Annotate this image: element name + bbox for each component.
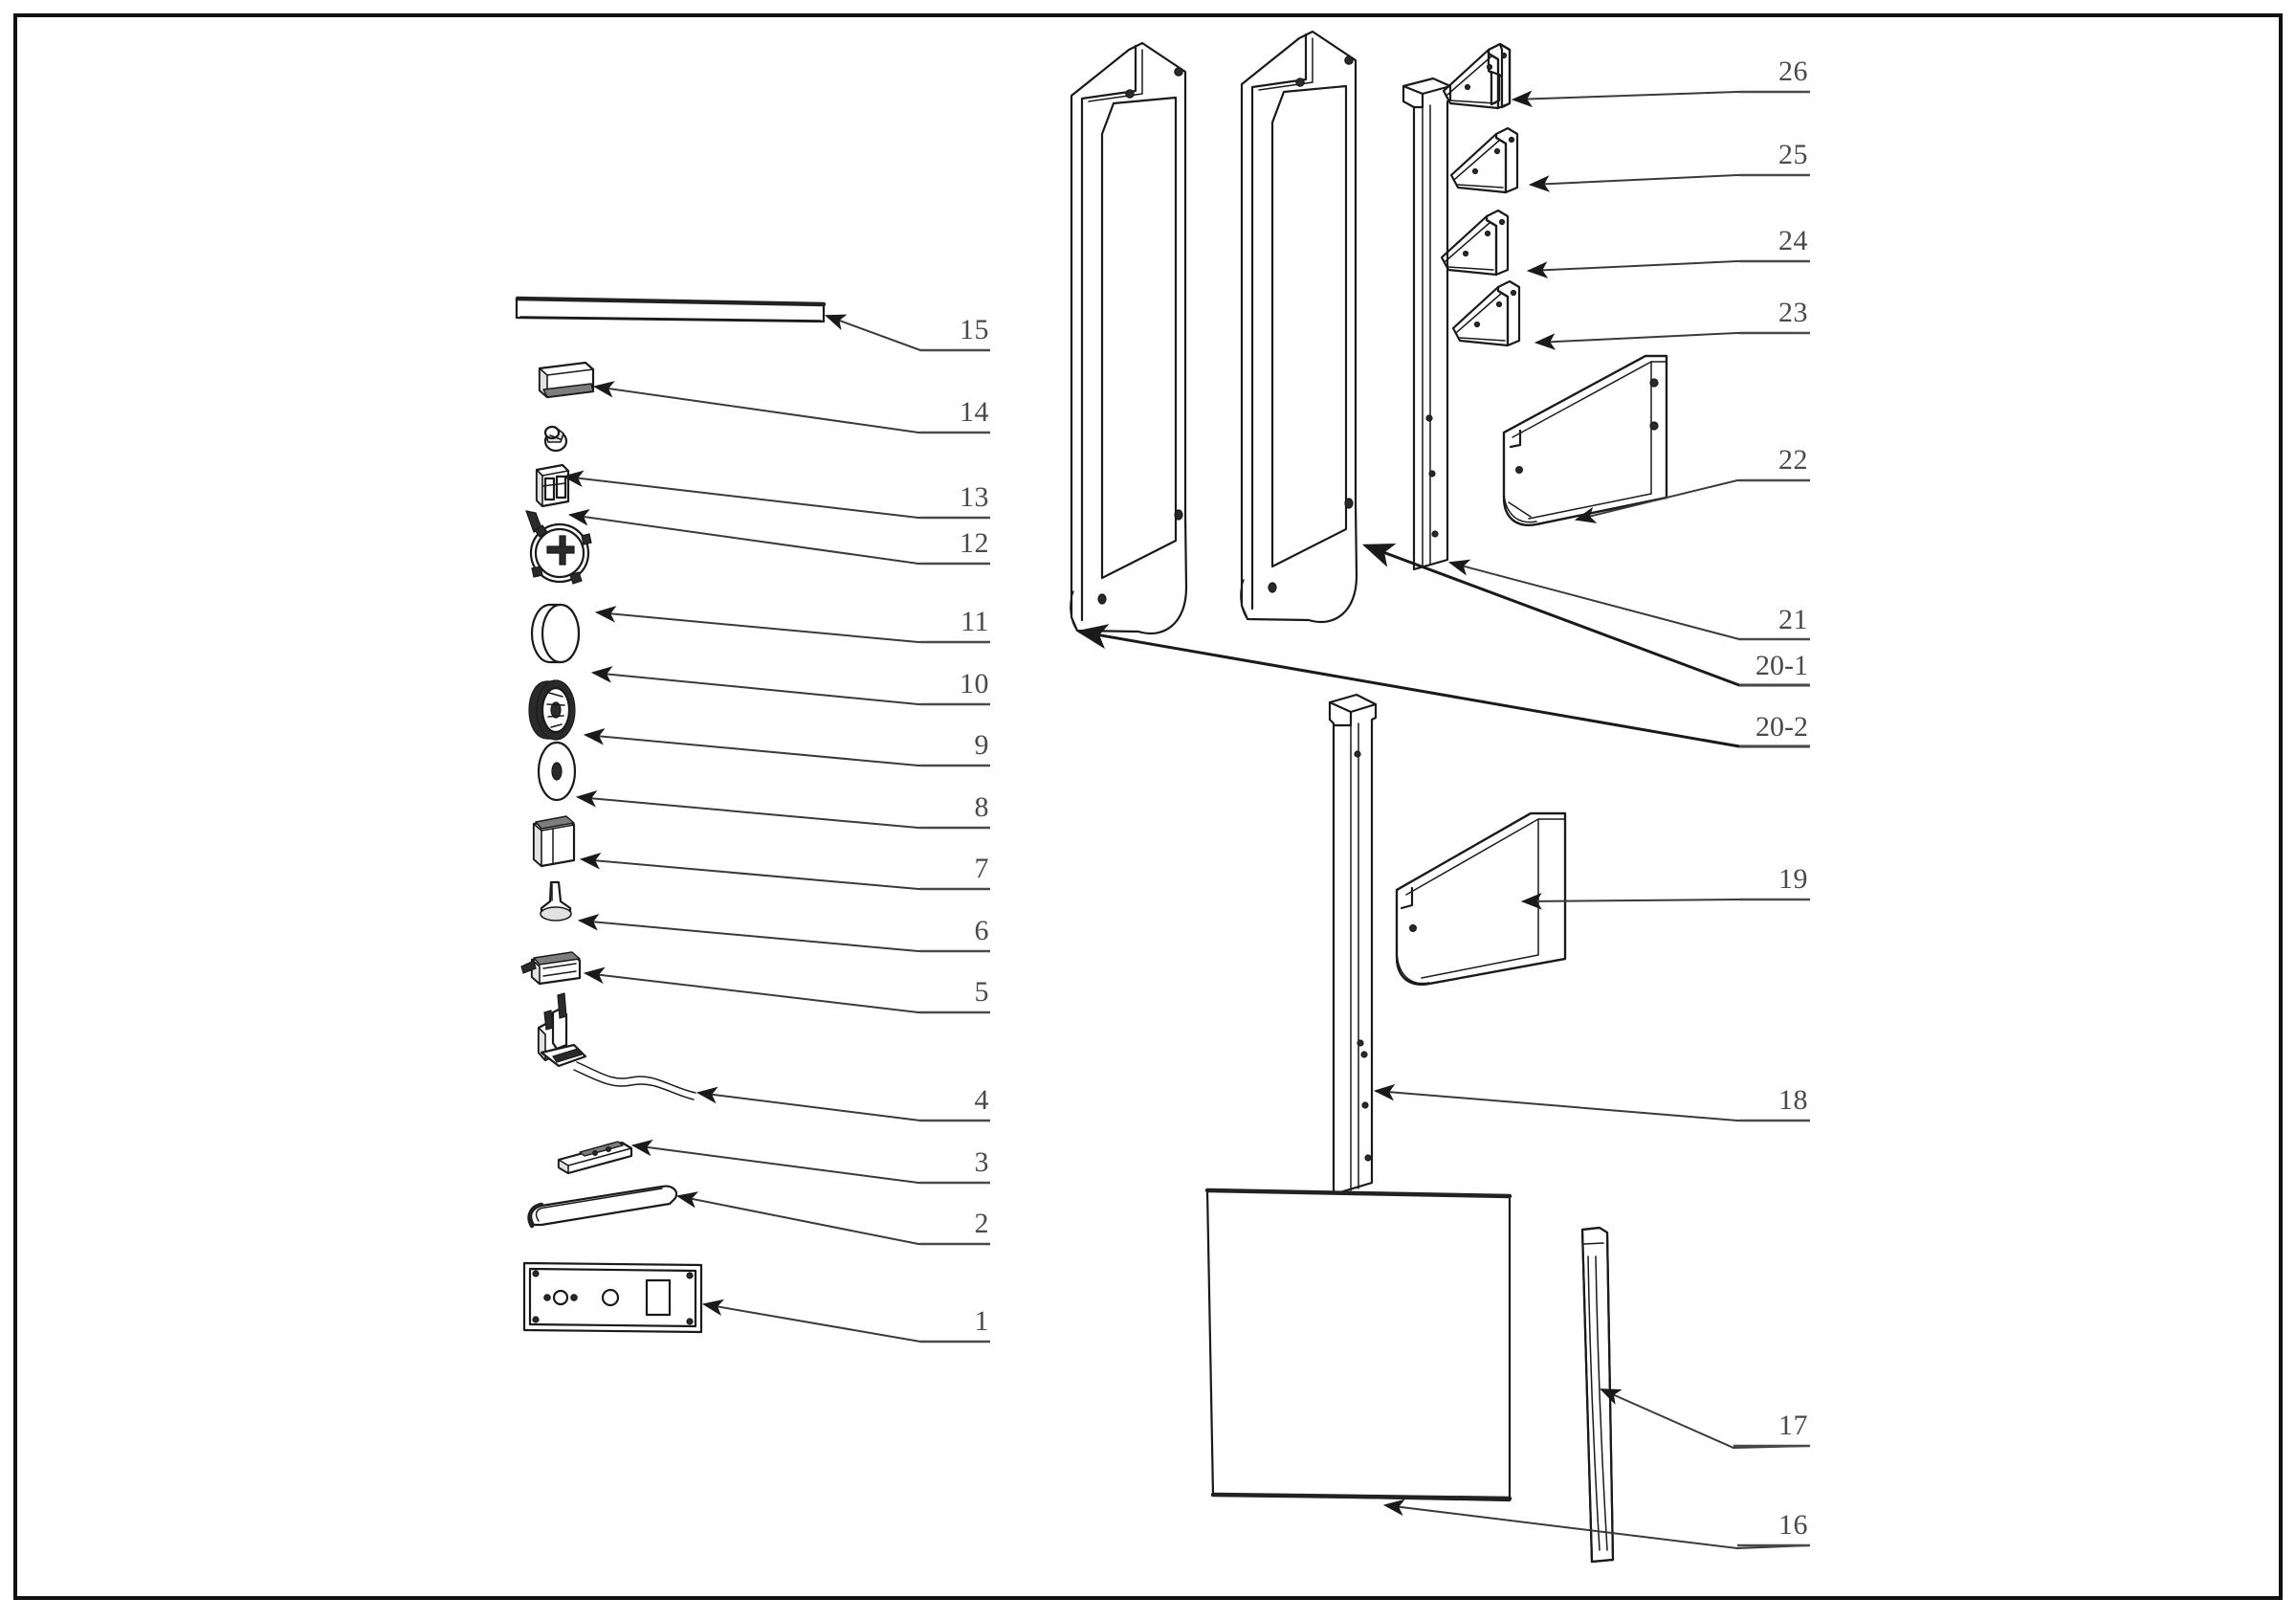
callout-label-7: 7 bbox=[974, 853, 989, 884]
callout-label-4: 4 bbox=[974, 1084, 989, 1116]
part-shelf-bracket-4 bbox=[1451, 279, 1521, 347]
indicator-lamp-left bbox=[543, 1294, 551, 1301]
callout-label-20-2: 20-2 bbox=[1755, 711, 1808, 743]
part-back-panel bbox=[1204, 1188, 1512, 1502]
callout-label-23: 23 bbox=[1778, 297, 1808, 328]
part-long-trim-bar bbox=[515, 296, 827, 323]
callout-label-17: 17 bbox=[1778, 1410, 1808, 1441]
part-corner-post bbox=[1402, 77, 1452, 571]
part-levelling-foot bbox=[540, 880, 572, 922]
callout-label-20-1: 20-1 bbox=[1755, 650, 1808, 681]
part-terminal-block bbox=[520, 951, 582, 986]
rocker-switch-cutout bbox=[645, 1278, 672, 1317]
callout-label-16: 16 bbox=[1778, 1509, 1808, 1541]
part-front-rail-channel bbox=[1502, 354, 1668, 526]
callout-label-1: 1 bbox=[974, 1305, 989, 1337]
part-right-side-panel bbox=[1240, 30, 1358, 624]
indicator-lamp-center bbox=[552, 1289, 569, 1306]
callout-label-24: 24 bbox=[1778, 225, 1808, 256]
indicator-lamp-right bbox=[570, 1294, 578, 1301]
callout-label-11: 11 bbox=[960, 606, 989, 637]
part-vertical-edge-strip bbox=[1580, 1226, 1615, 1564]
callout-label-10: 10 bbox=[960, 668, 989, 699]
callout-label-14: 14 bbox=[960, 396, 989, 428]
callout-label-5: 5 bbox=[974, 976, 989, 1008]
part-terminal-connector bbox=[535, 463, 570, 508]
callout-label-3: 3 bbox=[974, 1146, 989, 1178]
callout-label-2: 2 bbox=[974, 1208, 989, 1239]
part-shelf-bracket-3 bbox=[1440, 209, 1510, 277]
part-lamp-module bbox=[538, 361, 595, 399]
callout-label-6: 6 bbox=[974, 915, 989, 946]
part-shelf-bracket-1 bbox=[1442, 42, 1512, 110]
callout-label-8: 8 bbox=[974, 791, 989, 823]
drawing-border-frame bbox=[13, 13, 2283, 1600]
callout-label-13: 13 bbox=[960, 481, 989, 513]
part-left-side-panel bbox=[1070, 41, 1188, 635]
part-small-bracket-bar bbox=[557, 1141, 633, 1175]
leader-lines bbox=[562, 90, 1811, 1550]
part-side-shelf-bracket-panel bbox=[1395, 811, 1567, 986]
part-washer-disc bbox=[537, 741, 577, 802]
callout-label-25: 25 bbox=[1778, 139, 1808, 170]
part-power-cord-plug bbox=[537, 992, 696, 1100]
control-knob-hole bbox=[601, 1288, 620, 1307]
callout-label-18: 18 bbox=[1778, 1084, 1808, 1116]
callout-label-21: 21 bbox=[1778, 604, 1808, 635]
part-impeller-fan bbox=[528, 679, 576, 741]
part-door-handle-strip bbox=[527, 1185, 678, 1229]
part-round-cover-cap bbox=[530, 603, 581, 664]
part-vertical-support-post bbox=[1328, 693, 1378, 1196]
callout-label-26: 26 bbox=[1778, 56, 1808, 87]
callout-label-19: 19 bbox=[1778, 863, 1808, 895]
callout-label-22: 22 bbox=[1778, 444, 1808, 476]
part-shelf-bracket-2 bbox=[1449, 126, 1519, 194]
callout-label-12: 12 bbox=[960, 527, 989, 559]
part-cable-gland bbox=[543, 425, 568, 453]
part-thermostat-knob bbox=[525, 510, 592, 585]
callout-label-9: 9 bbox=[974, 729, 989, 761]
part-control-panel bbox=[522, 1261, 703, 1334]
part-switch-housing bbox=[532, 815, 576, 868]
callout-label-15: 15 bbox=[960, 314, 989, 345]
